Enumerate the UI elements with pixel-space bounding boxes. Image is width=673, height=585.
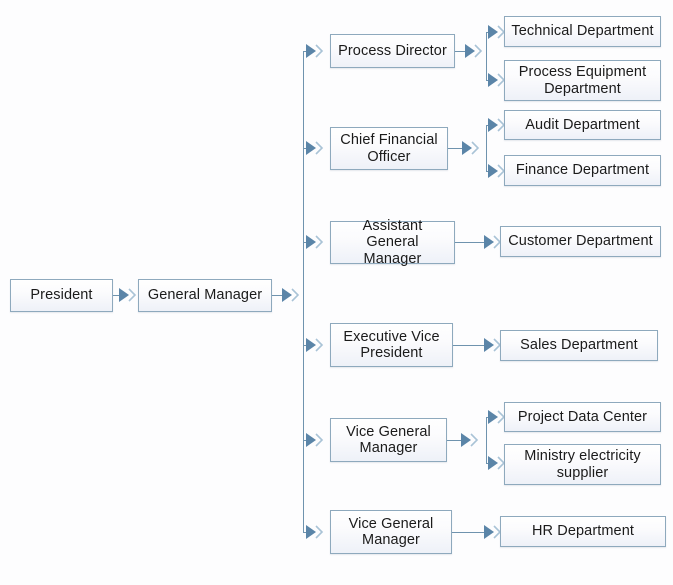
arrow-vice-general-manager-1-out <box>460 431 482 449</box>
node-process-equipment-department-label: Process Equipment Department <box>518 64 647 97</box>
node-project-data-center-label: Project Data Center <box>517 408 648 425</box>
node-audit-department[interactable]: Audit Department <box>504 110 661 140</box>
node-sales-department-label: Sales Department <box>520 337 638 354</box>
arrow-gm-to-trunk <box>281 286 303 304</box>
node-vice-general-manager-2[interactable]: Vice General Manager <box>330 510 452 554</box>
node-chief-financial-officer[interactable]: Chief Financial Officer <box>330 127 448 170</box>
node-customer-department[interactable]: Customer Department <box>500 226 661 257</box>
connector-cfo-out <box>448 148 464 149</box>
node-assistant-general-manager[interactable]: Assistant General Manager <box>330 218 455 267</box>
node-process-director[interactable]: Process Director <box>330 34 455 68</box>
node-technical-department[interactable]: Technical Department <box>504 16 661 47</box>
arrow-trunk-to-assistant-general-manager <box>305 233 327 251</box>
arrow-trunk-to-process-director <box>305 42 327 60</box>
arrow-trunk-to-vice-general-manager-1 <box>305 431 327 449</box>
node-finance-department[interactable]: Finance Department <box>504 155 661 186</box>
connector-vice-general-manager-1-out <box>447 440 463 441</box>
connector-gm-to-trunk <box>272 295 284 296</box>
connector-assistant-general-manager-out <box>455 242 485 243</box>
splitter-row-5 <box>486 417 487 463</box>
node-vice-general-manager-2-label: Vice General Manager <box>348 515 434 548</box>
connector-process-director-out <box>455 51 467 52</box>
arrow-trunk-to-vice-general-manager-2 <box>305 523 327 541</box>
connector-vice-general-manager-2-out <box>452 532 485 533</box>
node-executive-vice-president[interactable]: Executive Vice President <box>330 323 453 367</box>
node-finance-department-label: Finance Department <box>515 162 650 179</box>
node-customer-department-label: Customer Department <box>508 233 653 250</box>
node-general-manager[interactable]: General Manager <box>138 279 272 312</box>
arrow-cfo-out <box>461 139 483 157</box>
splitter-row-2 <box>486 125 487 171</box>
node-vice-general-manager-1[interactable]: Vice General Manager <box>330 418 447 462</box>
node-general-manager-label: General Manager <box>147 287 263 304</box>
node-hr-department[interactable]: HR Department <box>500 516 666 547</box>
node-vice-general-manager-1-label: Vice General Manager <box>346 423 431 456</box>
node-technical-department-label: Technical Department <box>511 23 654 40</box>
arrow-process-director-out <box>464 42 486 60</box>
node-ministry-electricity-supplier-label: Ministry electricity supplier <box>524 448 641 481</box>
arrow-trunk-to-cfo <box>305 139 327 157</box>
node-hr-department-label: HR Department <box>531 523 635 540</box>
node-ministry-electricity-supplier[interactable]: Ministry electricity supplier <box>504 444 661 485</box>
node-executive-vice-president-label: Executive Vice President <box>343 328 440 361</box>
arrow-president-to-gm <box>118 286 140 304</box>
trunk-main-vertical <box>303 51 304 532</box>
node-assistant-general-manager-label: Assistant General Manager <box>362 218 423 267</box>
node-sales-department[interactable]: Sales Department <box>500 330 658 361</box>
splitter-row-1 <box>486 32 487 80</box>
arrow-trunk-to-executive-vice-president <box>305 336 327 354</box>
node-president[interactable]: President <box>10 279 113 312</box>
node-project-data-center[interactable]: Project Data Center <box>504 402 661 432</box>
node-president-label: President <box>30 287 93 304</box>
connector-president-to-gm <box>113 295 123 296</box>
connector-executive-vice-president-out <box>453 345 485 346</box>
node-process-director-label: Process Director <box>338 42 447 59</box>
node-process-equipment-department[interactable]: Process Equipment Department <box>504 60 661 101</box>
node-chief-financial-officer-label: Chief Financial Officer <box>340 132 438 165</box>
node-audit-department-label: Audit Department <box>525 116 640 133</box>
